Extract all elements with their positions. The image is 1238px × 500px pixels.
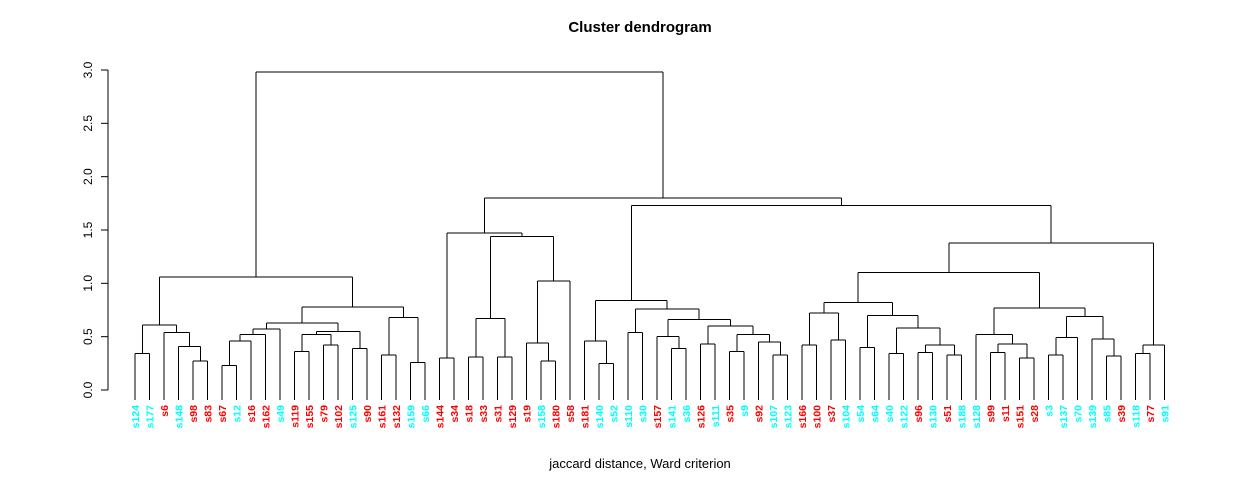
leaf-label-s54: s54 xyxy=(855,405,867,423)
leaf-label-s141: s141 xyxy=(667,405,679,429)
leaf-label-s124: s124 xyxy=(130,405,142,429)
leaf-label-s6: s6 xyxy=(159,405,171,417)
leaf-label-s28: s28 xyxy=(1029,405,1041,423)
leaf-label-s37: s37 xyxy=(826,405,838,423)
leaf-label-s92: s92 xyxy=(754,405,766,423)
leaf-label-s159: s159 xyxy=(406,405,418,429)
leaf-label-s144: s144 xyxy=(435,405,447,429)
y-axis-tick-label: 3.0 xyxy=(81,61,95,78)
leaf-label-s118: s118 xyxy=(1131,405,1143,428)
leaf-label-s139: s139 xyxy=(1087,405,1099,429)
leaf-label-s162: s162 xyxy=(261,405,273,429)
leaf-label-s111: s111 xyxy=(710,405,722,427)
leaf-label-s51: s51 xyxy=(942,405,954,423)
leaf-label-s31: s31 xyxy=(493,405,505,423)
y-axis-tick-label: 0.0 xyxy=(81,381,95,398)
leaf-label-s67: s67 xyxy=(217,405,229,423)
leaf-label-s123: s123 xyxy=(783,405,795,429)
leaf-label-s177: s177 xyxy=(145,405,157,429)
leaf-label-s39: s39 xyxy=(1116,405,1128,423)
leaf-label-s19: s19 xyxy=(522,405,534,423)
leaf-label-s52: s52 xyxy=(609,405,621,423)
leaf-label-s110: s110 xyxy=(623,405,635,428)
leaf-label-s18: s18 xyxy=(464,405,476,423)
leaf-label-s122: s122 xyxy=(899,405,911,429)
y-axis-tick-label: 2.5 xyxy=(81,115,95,132)
leaf-label-s34: s34 xyxy=(449,405,461,423)
leaf-label-s155: s155 xyxy=(304,405,316,429)
leaf-label-s66: s66 xyxy=(420,405,432,423)
leaf-label-s85: s85 xyxy=(1102,405,1114,423)
leaf-label-s132: s132 xyxy=(391,405,403,429)
leaf-label-s161: s161 xyxy=(377,405,389,429)
leaf-label-s166: s166 xyxy=(797,405,809,429)
leaf-label-s64: s64 xyxy=(870,405,882,423)
leaf-label-s36: s36 xyxy=(681,405,693,423)
leaf-label-s77: s77 xyxy=(1145,405,1157,423)
leaf-label-s16: s16 xyxy=(246,405,258,423)
leaf-label-s102: s102 xyxy=(333,405,345,429)
leaf-label-s96: s96 xyxy=(913,405,925,423)
leaf-label-s35: s35 xyxy=(725,405,737,423)
leaf-label-s181: s181 xyxy=(580,405,592,429)
leaf-label-s90: s90 xyxy=(362,405,374,423)
leaf-label-s188: s188 xyxy=(957,405,969,429)
leaf-label-s126: s126 xyxy=(696,405,708,429)
leaf-label-s70: s70 xyxy=(1073,405,1085,423)
leaf-label-s30: s30 xyxy=(638,405,650,423)
leaf-label-s98: s98 xyxy=(188,405,200,423)
leaf-label-s128: s128 xyxy=(971,405,983,429)
leaf-label-s130: s130 xyxy=(928,405,940,429)
chart-subtitle: jaccard distance, Ward criterion xyxy=(548,456,731,471)
leaf-label-s104: s104 xyxy=(841,405,853,429)
leaf-label-s11: s11 xyxy=(1000,405,1012,422)
leaf-label-s180: s180 xyxy=(551,405,563,429)
leaf-label-s91: s91 xyxy=(1160,405,1172,423)
leaf-label-s83: s83 xyxy=(203,405,215,423)
leaf-label-s12: s12 xyxy=(232,405,244,423)
y-axis-tick-label: 2.0 xyxy=(81,168,95,185)
leaf-label-s157: s157 xyxy=(652,405,664,429)
chart-title: Cluster dendrogram xyxy=(568,19,711,36)
leaf-label-s125: s125 xyxy=(348,405,360,429)
leaf-label-s100: s100 xyxy=(812,405,824,429)
y-axis-tick-label: 1.0 xyxy=(81,275,95,292)
leaf-label-s9: s9 xyxy=(739,405,751,417)
leaf-label-s119: s119 xyxy=(290,405,302,428)
leaf-label-s99: s99 xyxy=(986,405,998,423)
leaf-label-s58: s58 xyxy=(565,405,577,423)
leaf-label-s158: s158 xyxy=(536,405,548,429)
leaf-label-s137: s137 xyxy=(1058,405,1070,429)
y-axis-tick-label: 0.5 xyxy=(81,328,95,345)
leaf-label-s107: s107 xyxy=(768,405,780,429)
dendrogram-branches xyxy=(134,71,1165,400)
leaf-label-s79: s79 xyxy=(319,405,331,423)
y-axis-tick-label: 1.5 xyxy=(81,221,95,238)
leaf-label-s49: s49 xyxy=(275,405,287,423)
y-axis: 0.0 0.5 1.0 1.5 2.0 2.5 3.0 xyxy=(81,61,109,398)
leaf-label-s3: s3 xyxy=(1044,405,1056,417)
leaf-label-s148: s148 xyxy=(174,405,186,429)
leaf-label-s129: s129 xyxy=(507,405,519,429)
leaf-label-s140: s140 xyxy=(594,405,606,429)
leaf-label-s33: s33 xyxy=(478,405,490,423)
leaf-label-s151: s151 xyxy=(1015,405,1027,429)
leaf-label-s40: s40 xyxy=(884,405,896,423)
